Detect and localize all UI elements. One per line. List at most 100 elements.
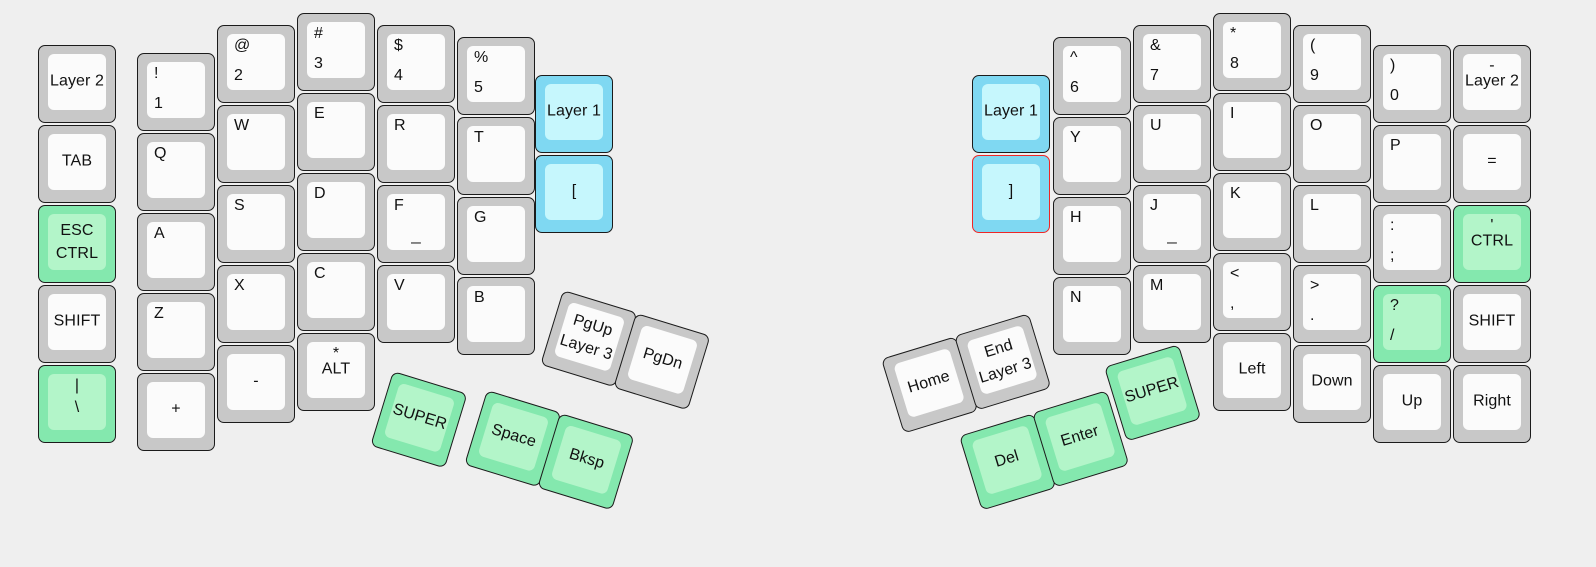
key-left-middle-2[interactable]: E	[297, 93, 375, 171]
key-right-index-inner-2[interactable]: Y	[1053, 117, 1131, 195]
key-left-pinky-outer-1[interactable]: Layer 2	[38, 45, 116, 123]
key-legend-bottom: 3	[314, 55, 323, 73]
key-legend-top: :	[1390, 217, 1395, 234]
keycap-surface: S	[227, 194, 285, 250]
key-right-pinky-1[interactable]: )0	[1373, 45, 1451, 123]
key-right-index-2[interactable]: U	[1133, 105, 1211, 183]
key-right-pinky-outer-5[interactable]: Right	[1453, 365, 1531, 443]
keycap-surface: %5	[467, 46, 525, 102]
key-left-middle-1[interactable]: #3	[297, 13, 375, 91]
key-left-ring-2[interactable]: W	[217, 105, 295, 183]
key-right-middle-5[interactable]: Left	[1213, 333, 1291, 411]
key-legend-top: M	[1150, 277, 1164, 294]
key-legend-center: ALT	[321, 360, 351, 378]
key-legend-center: Layer 1	[546, 102, 602, 120]
key-right-pinky-outer-3[interactable]: 'CTRL	[1453, 205, 1531, 283]
key-left-pinky-outer-5[interactable]: |\	[38, 365, 116, 443]
key-left-index-2[interactable]: R	[377, 105, 455, 183]
keycap-surface: (9	[1303, 34, 1361, 90]
key-right-index-inner-3[interactable]: H	[1053, 197, 1131, 275]
key-legend-center: Space	[489, 421, 539, 451]
key-left-index-inner-4[interactable]: B	[457, 277, 535, 355]
keycap-surface: D	[307, 182, 365, 238]
key-right-middle-4[interactable]: <,	[1213, 253, 1291, 331]
key-right-pinky-4[interactable]: ?/	[1373, 285, 1451, 363]
key-left-inner-extra-2[interactable]: [	[535, 155, 613, 233]
key-right-ring-4[interactable]: >.	[1293, 265, 1371, 343]
key-right-pinky-outer-2[interactable]: =	[1453, 125, 1531, 203]
key-right-pinky-5[interactable]: Up	[1373, 365, 1451, 443]
keycap-surface: [	[545, 164, 603, 220]
key-left-ring-1[interactable]: @2	[217, 25, 295, 103]
key-right-pinky-outer-1[interactable]: -Layer 2	[1453, 45, 1531, 123]
key-legend-top: U	[1150, 117, 1162, 134]
key-legend-top: O	[1310, 117, 1323, 134]
key-right-pinky-outer-4[interactable]: SHIFT	[1453, 285, 1531, 363]
keycap-surface: 'CTRL	[1463, 214, 1521, 270]
key-left-pinky-4[interactable]: Z	[137, 293, 215, 371]
key-left-inner-extra-1[interactable]: Layer 1	[535, 75, 613, 153]
key-right-pinky-3[interactable]: :;	[1373, 205, 1451, 283]
key-legend-bottom: ;	[1390, 247, 1395, 265]
key-left-pinky-3[interactable]: A	[137, 213, 215, 291]
keycap-surface: P	[1383, 134, 1441, 190]
keycap-surface: Y	[1063, 126, 1121, 182]
key-legend-top: *	[1230, 25, 1237, 42]
key-legend-top: $	[394, 37, 403, 54]
key-right-middle-3[interactable]: K	[1213, 173, 1291, 251]
key-right-middle-1[interactable]: *8	[1213, 13, 1291, 91]
keycap-surface: M	[1143, 274, 1201, 330]
key-left-index-3[interactable]: F_	[377, 185, 455, 263]
key-legend-top: -	[1489, 57, 1495, 74]
key-l-th-super[interactable]: SUPER	[370, 371, 468, 469]
keycap-surface: E	[307, 102, 365, 158]
keycap-surface: =	[1463, 134, 1521, 190]
key-left-pinky-1[interactable]: !1	[137, 53, 215, 131]
key-left-index-inner-1[interactable]: %5	[457, 37, 535, 115]
key-right-inner-extra-2[interactable]: ]	[972, 155, 1050, 233]
key-left-ring-4[interactable]: X	[217, 265, 295, 343]
key-legend-center: End Layer 3	[977, 336, 1034, 388]
key-right-ring-3[interactable]: L	[1293, 185, 1371, 263]
key-left-index-inner-2[interactable]: T	[457, 117, 535, 195]
key-right-inner-extra-1[interactable]: Layer 1	[972, 75, 1050, 153]
key-right-index-4[interactable]: M	[1133, 265, 1211, 343]
key-left-middle-3[interactable]: D	[297, 173, 375, 251]
key-legend-center: Left	[1238, 360, 1266, 378]
key-left-index-1[interactable]: $4	[377, 25, 455, 103]
key-legend-bottom: /	[1390, 327, 1395, 345]
keycap-surface: Home	[893, 347, 966, 419]
key-right-ring-5[interactable]: Down	[1293, 345, 1371, 423]
key-right-index-3[interactable]: J_	[1133, 185, 1211, 263]
key-right-index-inner-1[interactable]: ^6	[1053, 37, 1131, 115]
key-left-index-4[interactable]: V	[377, 265, 455, 343]
keycap-surface: I	[1223, 102, 1281, 158]
key-left-middle-4[interactable]: C	[297, 253, 375, 331]
key-left-pinky-outer-3[interactable]: ESC CTRL	[38, 205, 116, 283]
keycap-surface: #3	[307, 22, 365, 78]
key-left-pinky-outer-2[interactable]: TAB	[38, 125, 116, 203]
key-left-middle-5[interactable]: *ALT	[297, 333, 375, 411]
key-left-pinky-outer-4[interactable]: SHIFT	[38, 285, 116, 363]
key-right-pinky-2[interactable]: P	[1373, 125, 1451, 203]
key-legend-center: Home	[905, 367, 952, 397]
key-left-ring-3[interactable]: S	[217, 185, 295, 263]
key-right-middle-2[interactable]: I	[1213, 93, 1291, 171]
keycap-surface: Enter	[1044, 401, 1117, 473]
key-left-index-inner-3[interactable]: G	[457, 197, 535, 275]
key-r-th-super[interactable]: SUPER	[1104, 344, 1202, 442]
key-left-ring-5[interactable]: -	[217, 345, 295, 423]
key-legend-top: %	[474, 49, 489, 66]
key-right-ring-1[interactable]: (9	[1293, 25, 1371, 103]
key-left-pinky-5[interactable]: +	[137, 373, 215, 451]
keycap-surface: -Layer 2	[1463, 54, 1521, 110]
key-right-index-inner-4[interactable]: N	[1053, 277, 1131, 355]
keycap-surface: ^6	[1063, 46, 1121, 102]
key-left-pinky-2[interactable]: Q	[137, 133, 215, 211]
key-legend-center: Enter	[1058, 422, 1101, 450]
key-legend-center: SUPER	[390, 400, 449, 434]
key-right-ring-2[interactable]: O	[1293, 105, 1371, 183]
keycap-surface: J_	[1143, 194, 1201, 250]
key-legend-center: -	[253, 372, 259, 390]
key-right-index-1[interactable]: &7	[1133, 25, 1211, 103]
